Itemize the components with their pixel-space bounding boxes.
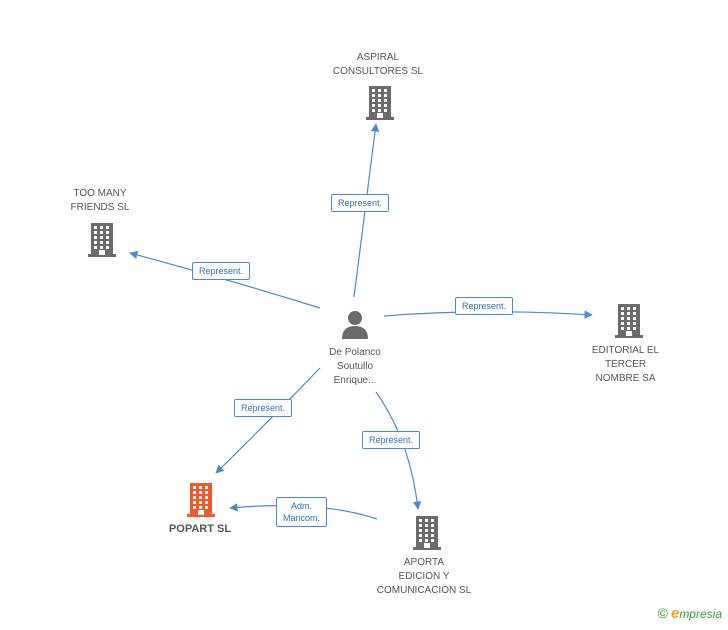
brand-logo-e: e (670, 605, 680, 622)
footer-brand[interactable]: ©empresia (658, 605, 722, 622)
person-icon[interactable] (340, 309, 370, 344)
edge-label-popart: Represent. (234, 399, 293, 417)
node-label-editorial[interactable]: EDITORIAL EL TERCER NOMBRE SA (591, 345, 660, 384)
edge-label-aporta-popart: Adm. Mancom. (276, 497, 328, 527)
edge-label-aspiral: Represent. (331, 194, 390, 212)
node-label-popart[interactable]: POPART SL (168, 523, 232, 535)
edge-toomany (129, 250, 321, 309)
building-icon[interactable] (86, 223, 118, 262)
edge-label-editorial: Represent. (455, 297, 514, 315)
copyright-symbol: © (657, 605, 668, 621)
node-label-aspiral[interactable]: ASPIRAL CONSULTORES SL (332, 52, 424, 77)
center-person-label[interactable]: De Polanco Soutullo Enrique... (329, 347, 381, 386)
building-icon[interactable] (411, 516, 443, 555)
edge-label-toomany: Represent. (192, 262, 251, 280)
edge-popart (215, 367, 321, 474)
brand-logo-text: mpresia (679, 607, 722, 621)
node-label-aporta[interactable]: APORTA EDICION Y COMUNICACION SL (376, 557, 472, 596)
node-label-toomany[interactable]: TOO MANY FRIENDS SL (70, 188, 130, 213)
building-icon[interactable] (613, 304, 645, 343)
edge-label-aporta: Represent. (362, 431, 421, 449)
edge-aporta (375, 391, 422, 510)
building-icon-highlight[interactable] (185, 483, 217, 522)
building-icon[interactable] (364, 86, 396, 125)
